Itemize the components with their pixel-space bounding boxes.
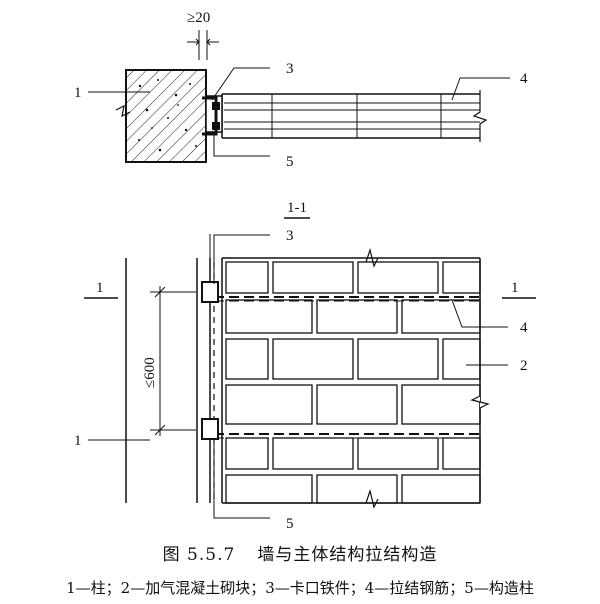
elev-label-rebar: 4 bbox=[520, 320, 528, 336]
figure-legend: 1—柱；2—加气混凝土砌块；3—卡口铁件；4—拉结钢筋；5—构造柱 bbox=[66, 579, 534, 597]
wall-break-bottom bbox=[365, 488, 379, 509]
elevation-view: 1-1 1 1 bbox=[74, 200, 536, 532]
plan-column-break bbox=[115, 104, 131, 118]
plan-label-rebar: 4 bbox=[520, 71, 528, 87]
wall-break-top bbox=[365, 247, 379, 268]
cut-mark-left: 1 bbox=[96, 280, 104, 296]
plan-block-joints bbox=[271, 94, 442, 138]
aggregate-dots bbox=[138, 79, 197, 152]
plan-view: ≥20 1 3 4 5 bbox=[74, 10, 528, 170]
wall-break-right bbox=[470, 395, 490, 409]
plan-label-clip: 3 bbox=[286, 61, 294, 77]
clip-lower bbox=[201, 418, 219, 440]
section-title: 1-1 bbox=[287, 200, 307, 216]
cut-mark-right: 1 bbox=[511, 280, 519, 296]
tie-rebars bbox=[214, 296, 480, 439]
block-courses bbox=[225, 261, 481, 504]
plan-wall-break bbox=[472, 90, 488, 142]
elev-label-clip: 3 bbox=[286, 228, 294, 244]
figure-caption: 图 5.5.7 墙与主体结构拉结构造 bbox=[0, 540, 600, 565]
plan-column bbox=[125, 69, 207, 163]
plan-clip bbox=[202, 96, 218, 136]
figure-title: 墙与主体结构拉结构造 bbox=[257, 545, 438, 565]
figure-number: 图 5.5.7 bbox=[162, 545, 236, 565]
wall-tie-diagram: ≥20 1 3 4 5 1-1 bbox=[74, 10, 536, 532]
plan-label-column: 1 bbox=[74, 85, 82, 101]
elev-label-constr-column: 5 bbox=[286, 516, 294, 532]
elev-label-column: 1 bbox=[74, 433, 82, 449]
spacing-dimension bbox=[150, 286, 196, 436]
spacing-dimension-label: ≤600 bbox=[142, 357, 158, 388]
plan-label-constr-column: 5 bbox=[286, 154, 294, 170]
plan-gap-dimension: ≥20 bbox=[187, 10, 210, 26]
clip-upper bbox=[201, 281, 219, 303]
elev-label-block: 2 bbox=[520, 358, 528, 374]
